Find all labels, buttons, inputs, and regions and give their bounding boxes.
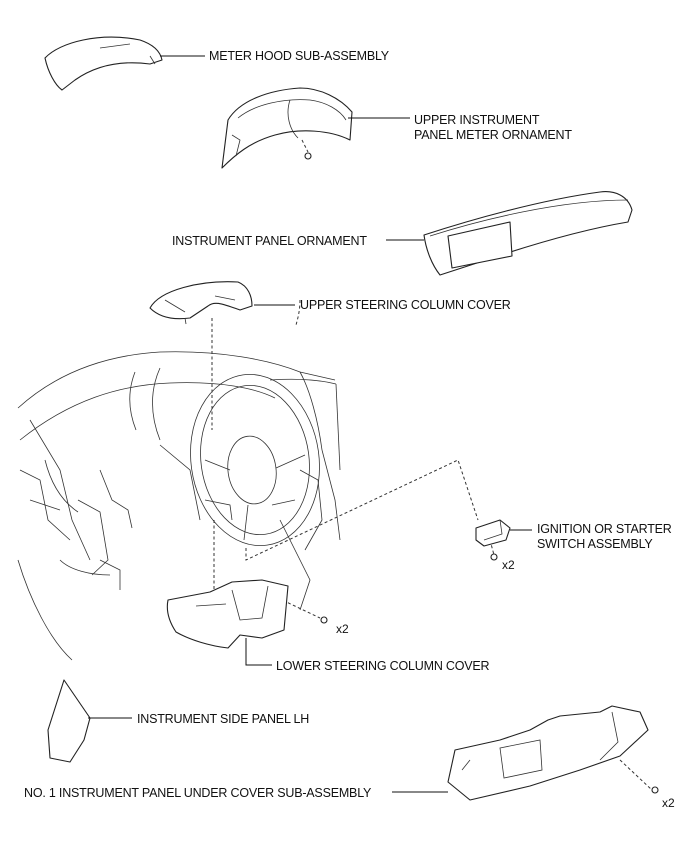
label-upper-steering-column-cover: UPPER STEERING COLUMN COVER — [300, 298, 511, 312]
label-meter-hood: METER HOOD SUB-ASSEMBLY — [209, 49, 389, 63]
upper-meter-ornament-part — [221, 87, 353, 169]
under-cover-part — [447, 705, 659, 801]
upper-steering-cover-part — [149, 281, 253, 325]
label-instrument-panel-ornament: INSTRUMENT PANEL ORNAMENT — [172, 234, 367, 248]
location-dashed-lines — [211, 139, 653, 791]
qty-lower-cover-screws: x2 — [336, 622, 349, 636]
label-ignition-switch-line2: SWITCH ASSEMBLY — [537, 537, 653, 551]
meter-hood-part — [44, 36, 163, 91]
ignition-switch-part — [475, 519, 511, 561]
leader-lines — [88, 55, 532, 793]
dashboard-outline — [17, 351, 341, 661]
qty-under-cover-screws: x2 — [662, 796, 675, 810]
instrument-side-panel-part — [47, 679, 91, 763]
label-instrument-side-panel: INSTRUMENT SIDE PANEL LH — [137, 712, 310, 726]
label-ignition-switch-line1: IGNITION OR STARTER — [537, 522, 672, 536]
lower-steering-cover-part — [166, 579, 328, 649]
instrument-panel-ornament-part — [423, 191, 633, 276]
qty-ignition-screws: x2 — [502, 558, 515, 572]
label-upper-meter-ornament-line1: UPPER INSTRUMENT — [414, 113, 540, 127]
label-lower-steering-column-cover: LOWER STEERING COLUMN COVER — [276, 659, 490, 673]
label-upper-meter-ornament-line2: PANEL METER ORNAMENT — [414, 128, 572, 142]
steering-wheel — [190, 373, 320, 547]
label-under-cover: NO. 1 INSTRUMENT PANEL UNDER COVER SUB-A… — [24, 786, 372, 800]
